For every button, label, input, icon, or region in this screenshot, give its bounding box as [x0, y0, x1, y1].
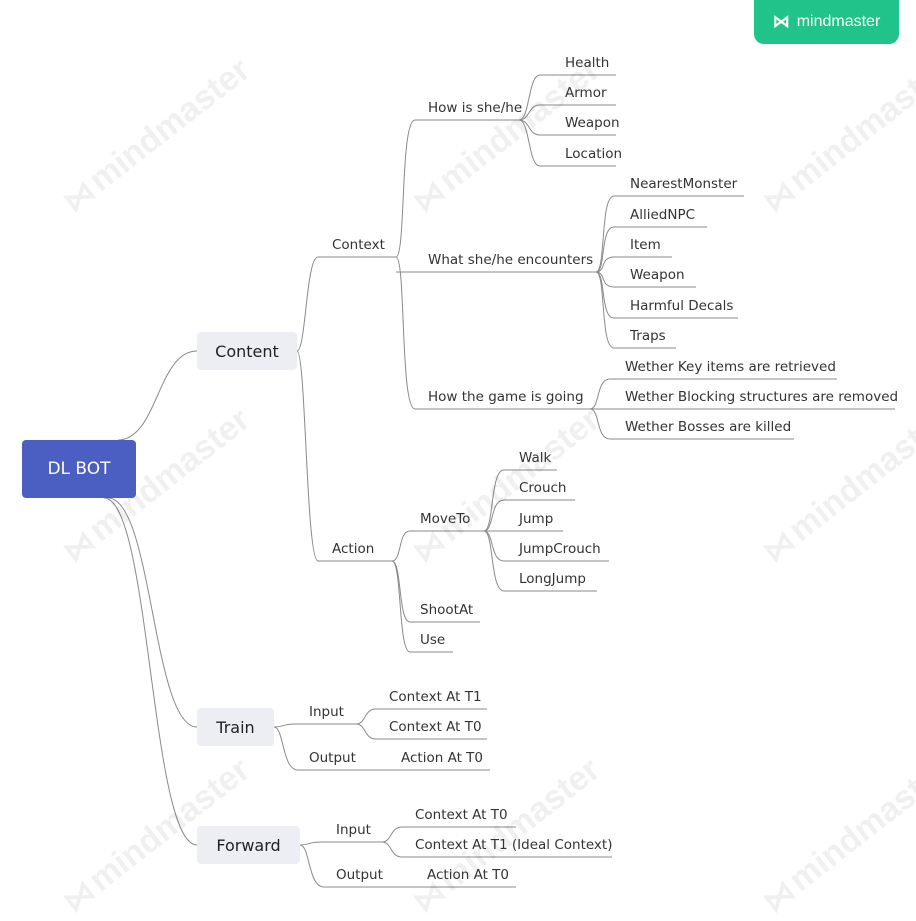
train-input[interactable]: Input [309, 704, 344, 720]
leaf-weapon[interactable]: Weapon [565, 115, 620, 131]
connector-forward-output [299, 844, 516, 888]
connector-train-output [273, 726, 490, 771]
leaf-traps[interactable]: Traps [630, 328, 666, 344]
subtopic-encounters[interactable]: What she/he encounters [428, 252, 594, 268]
topic-train[interactable]: Train [197, 708, 274, 746]
connector-game-item-0 [589, 378, 837, 410]
connector-train-input [273, 723, 356, 728]
leaf-allied-npc[interactable]: AlliedNPC [630, 207, 696, 223]
forward-action-t0[interactable]: Action At T0 [427, 867, 509, 883]
connector-moveto-item-1 [483, 499, 575, 532]
leaf-jumpcrouch[interactable]: JumpCrouch [519, 541, 601, 557]
leaf-item[interactable]: Item [630, 237, 661, 253]
forward-context-t0[interactable]: Context At T0 [415, 807, 508, 823]
train-context-t0[interactable]: Context At T0 [389, 719, 482, 735]
connector-root-content [117, 350, 198, 441]
leaf-key-items[interactable]: Wether Key items are retrieved [625, 359, 836, 375]
connector-forward-input [299, 841, 382, 846]
train-action-t0[interactable]: Action At T0 [401, 750, 483, 766]
leaf-harmful-decals[interactable]: Harmful Decals [630, 298, 734, 314]
leaf-nearest-monster[interactable]: NearestMonster [630, 176, 738, 192]
forward-context-t1-ideal[interactable]: Context At T1 (Ideal Context) [415, 837, 613, 853]
brand-badge: ⋈ mindmaster [754, 0, 899, 44]
leaf-blocking-structures[interactable]: Wether Blocking structures are removed [625, 389, 899, 405]
leaf-location[interactable]: Location [565, 146, 623, 162]
leaf-jump[interactable]: Jump [519, 511, 554, 527]
connector-howis-item-2 [518, 119, 616, 136]
connector-encounters-item-5 [595, 271, 676, 349]
connector-encounters-item-4 [595, 271, 738, 319]
forward-input[interactable]: Input [336, 822, 371, 838]
connector-game-item-2 [589, 408, 794, 440]
subtopic-use[interactable]: Use [420, 632, 446, 648]
connector-encounters-item-3 [595, 271, 696, 288]
mindmaster-logo-icon: ⋈ [772, 12, 790, 31]
connector-encounters-item-2 [595, 256, 672, 273]
connector-encounters-item-1 [595, 226, 707, 273]
connector-encounters-item-0 [595, 195, 744, 273]
topic-content[interactable]: Content [197, 332, 297, 370]
leaf-armor[interactable]: Armor [565, 85, 607, 101]
connector-content-action [296, 350, 392, 562]
subtopic-context[interactable]: Context [332, 237, 385, 253]
connector-train-input-0 [355, 708, 487, 725]
connector-moveto-item-4 [483, 530, 597, 592]
subtopic-how-is[interactable]: How is she/he [428, 100, 523, 116]
subtopic-shootat[interactable]: ShootAt [420, 602, 474, 618]
connector-howis-item-1 [518, 104, 616, 121]
connector-forward-input-1 [381, 841, 612, 858]
connector-forward-input-0 [381, 826, 516, 843]
leaf-health[interactable]: Health [565, 55, 610, 71]
connector-howis-item-3 [518, 119, 616, 167]
connector-context-howis [395, 119, 519, 258]
leaf-bosses-killed[interactable]: Wether Bosses are killed [625, 419, 792, 435]
train-context-t1[interactable]: Context At T1 [389, 689, 482, 705]
leaf-longjump[interactable]: LongJump [519, 571, 586, 587]
connector-content-context [296, 256, 396, 352]
connector-train-input-1 [355, 723, 487, 740]
forward-output[interactable]: Output [336, 867, 383, 883]
connector-action-moveto [391, 530, 484, 562]
train-output[interactable]: Output [309, 750, 356, 766]
connector-root-forward [103, 497, 198, 846]
connector-howis-item-0 [518, 74, 616, 121]
leaf-walk[interactable]: Walk [519, 450, 552, 466]
leaf-weapon-encounter[interactable]: Weapon [630, 267, 685, 283]
topic-forward[interactable]: Forward [197, 826, 300, 864]
connector-action-use [391, 560, 453, 653]
connector-moveto-item-0 [483, 469, 557, 532]
leaf-crouch[interactable]: Crouch [519, 480, 567, 496]
subtopic-moveto[interactable]: MoveTo [420, 511, 471, 527]
connector-context-game [395, 256, 590, 410]
subtopic-game-going[interactable]: How the game is going [428, 389, 584, 405]
root-topic[interactable]: DL BOT [22, 440, 136, 498]
connector-root-train [107, 497, 198, 728]
subtopic-action[interactable]: Action [332, 541, 375, 557]
brand-name: mindmaster [796, 13, 881, 30]
